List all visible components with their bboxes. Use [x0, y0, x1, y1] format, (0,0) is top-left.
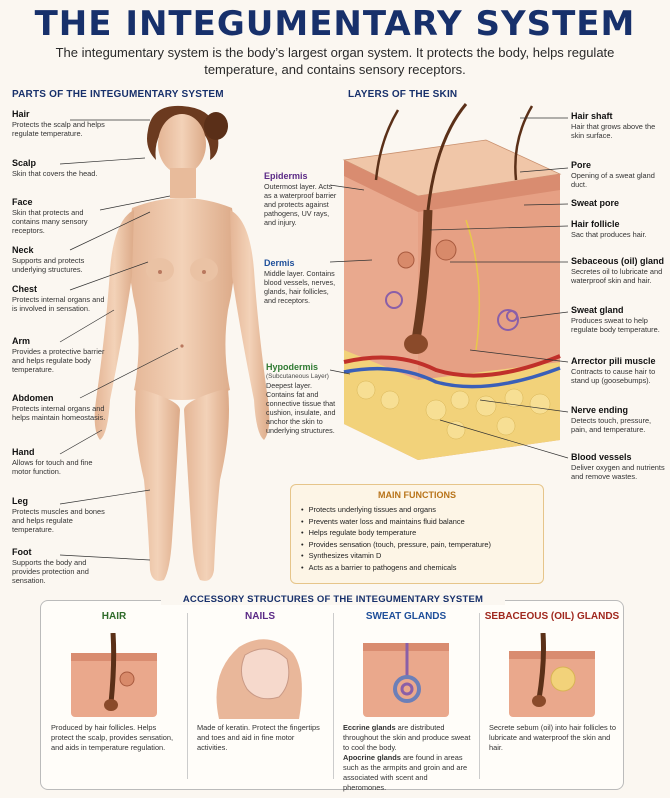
function-item: Provides sensation (touch, pressure, pai… [301, 539, 533, 551]
part-leader-lines [59, 119, 179, 561]
function-item: Helps regulate body temperature [301, 527, 533, 539]
layer-epidermis: Epidermis Outermost layer. Acts as a wat… [264, 171, 337, 227]
accessory-sebaceous-glands-title: SEBACEOUS (OIL) GLANDS [484, 611, 620, 622]
accessory-sebaceous-glands: SEBACEOUS (OIL) GLANDS Secrete sebum (oi… [479, 611, 625, 783]
main-functions-box: MAIN FUNCTIONS Protects underlying tissu… [290, 484, 544, 584]
structure-sweat-pore: Sweat pore [571, 198, 620, 208]
column-divider [479, 613, 480, 779]
fingertip-nail-illustration [216, 639, 302, 719]
accessory-nails-desc: Made of keratin. Protect the fingertips … [197, 723, 320, 752]
parts-heading: PARTS OF THE INTEGUMENTARY SYSTEM [12, 89, 224, 100]
layers-heading: LAYERS OF THE SKIN [348, 89, 458, 100]
function-item: Prevents water loss and maintains fluid … [301, 516, 533, 528]
page-title: THE INTEGUMENTARY SYSTEM [34, 4, 636, 44]
human-body-illustration [94, 105, 270, 581]
layer-hypodermis: Hypodermis (Subcutaneous Layer) Deepest … [266, 362, 336, 435]
accessory-nails-title: NAILS [245, 611, 275, 622]
function-item: Synthesizes vitamin D [301, 550, 533, 562]
structure-leader-lines [329, 117, 569, 459]
accessory-hair: HAIR Produced by hair follicles. Helps p… [41, 611, 187, 783]
accessory-heading: ACCESSORY STRUCTURES OF THE INTEGUMENTAR… [161, 594, 505, 605]
page-subtitle: The integumentary system is the body’s l… [55, 45, 615, 77]
main-functions-list: Protects underlying tissues and organs P… [301, 504, 533, 573]
accessory-hair-title: HAIR [101, 611, 127, 622]
accessory-nails: NAILS Made of keratin. Protect the finge… [187, 611, 333, 783]
function-item: Protects underlying tissues and organs [301, 504, 533, 516]
accessory-sweat-glands: SWEAT GLANDS Eccrine glands are distribu… [333, 611, 479, 792]
column-divider [187, 613, 188, 779]
layer-dermis: Dermis Middle layer. Contains blood vess… [264, 258, 336, 305]
accessory-hair-desc: Produced by hair follicles. Helps protec… [51, 723, 174, 752]
accessory-structures-panel: ACCESSORY STRUCTURES OF THE INTEGUMENTAR… [40, 594, 625, 792]
accessory-sebaceous-glands-desc: Secrete sebum (oil) into hair follicles … [489, 723, 616, 752]
sebaceous-gland-illustration [509, 633, 595, 717]
sweat-gland-illustration [363, 643, 449, 717]
hair-follicle-illustration [71, 633, 157, 717]
accessory-sweat-glands-desc: Eccrine glands are distributed throughou… [343, 723, 471, 792]
accessory-sweat-glands-title: SWEAT GLANDS [365, 611, 447, 622]
column-divider [333, 613, 334, 779]
main-functions-heading: MAIN FUNCTIONS [378, 490, 456, 500]
function-item: Acts as a barrier to pathogens and chemi… [301, 562, 533, 574]
